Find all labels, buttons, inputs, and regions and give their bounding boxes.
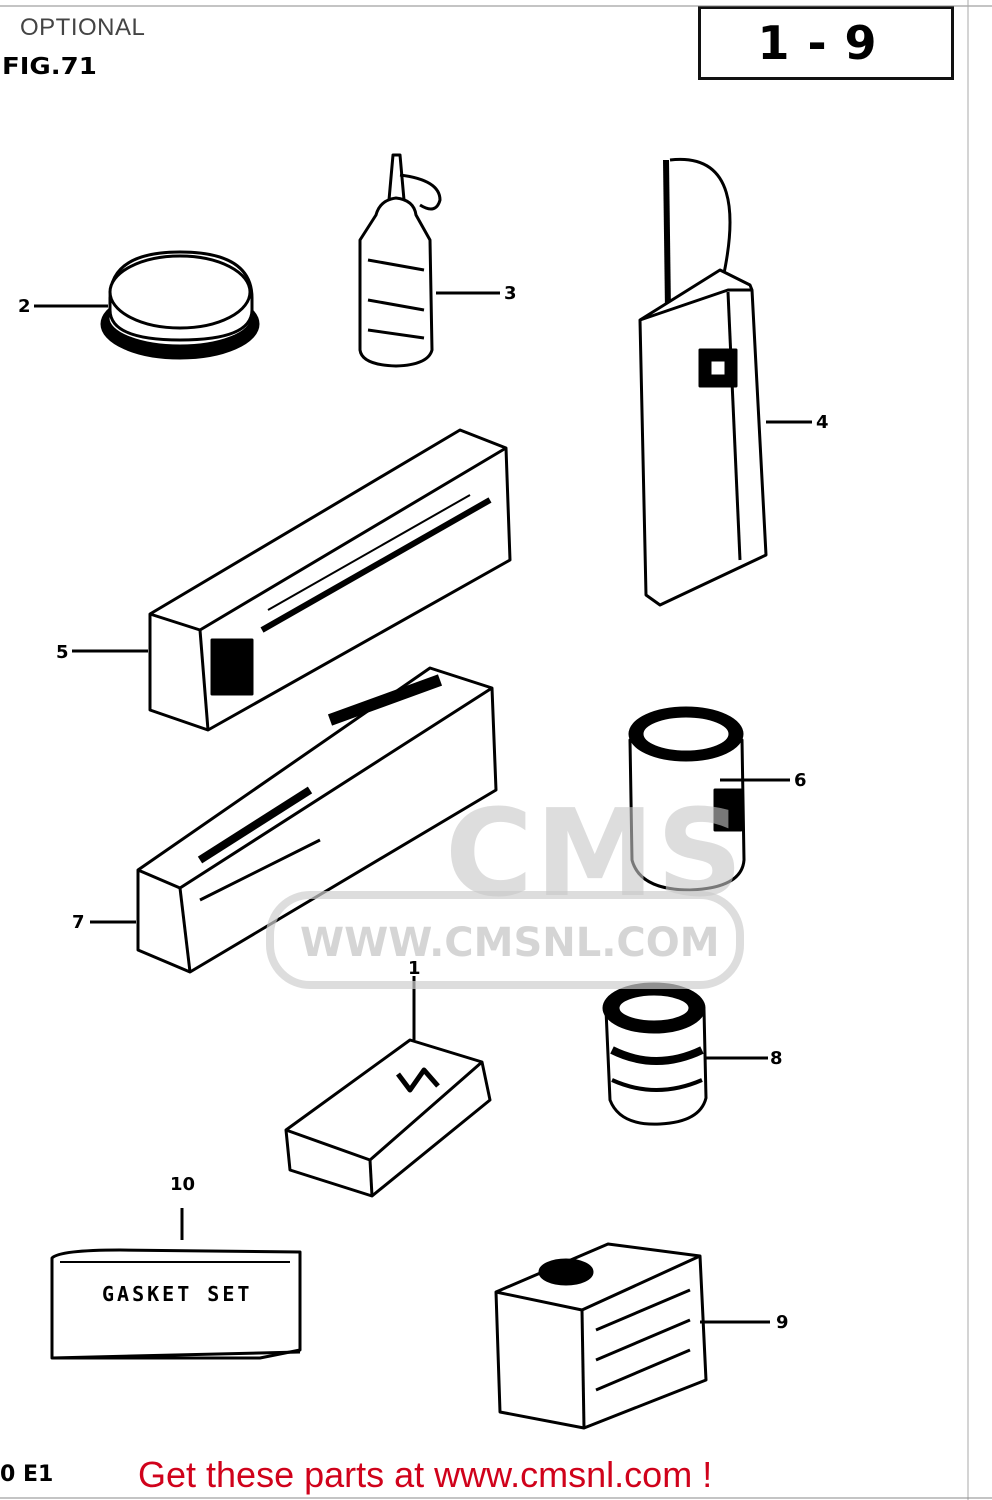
- watermark-plate: [266, 891, 744, 989]
- callout-7: 7: [72, 912, 85, 933]
- callout-8: 8: [770, 1048, 783, 1069]
- figure-label: FIG.71: [2, 53, 97, 81]
- page-reference-box: 1-9: [698, 6, 954, 80]
- callout-2: 2: [18, 296, 31, 317]
- callout-3: 3: [504, 283, 517, 304]
- part-4-tester-icon: [638, 157, 768, 607]
- part-8-tin-icon: [602, 982, 708, 1126]
- header-title: OPTIONAL: [20, 14, 146, 41]
- callout-10: 10: [170, 1174, 196, 1195]
- callout-9: 9: [776, 1312, 789, 1333]
- part-7-moly-paste-box-icon: [136, 666, 498, 974]
- part-10-gasket-set-icon: [50, 1248, 302, 1360]
- part-9-oil-tin-icon: [494, 1242, 708, 1430]
- callout-1: 1: [408, 958, 421, 979]
- footer-code: 0 E1: [0, 1462, 54, 1487]
- part-2-cap-icon: [100, 250, 260, 360]
- watermark-url: WWW.CMSNL.COM: [300, 920, 720, 966]
- callout-6: 6: [794, 770, 807, 791]
- part-6-can-icon: [628, 706, 746, 892]
- page-reference: 1-9: [757, 16, 895, 70]
- callout-4: 4: [816, 412, 829, 433]
- watermark-logo: CMS: [445, 785, 745, 924]
- callout-5: 5: [56, 642, 69, 663]
- part-1-case-icon: [284, 1038, 492, 1198]
- part-5-bond-box-icon: [148, 428, 512, 732]
- part-3-oil-bottle-icon: [358, 153, 442, 368]
- footer-promo-link[interactable]: Get these parts at www.cmsnl.com !: [138, 1454, 713, 1495]
- gasket-set-label: GASKET SET: [102, 1282, 253, 1306]
